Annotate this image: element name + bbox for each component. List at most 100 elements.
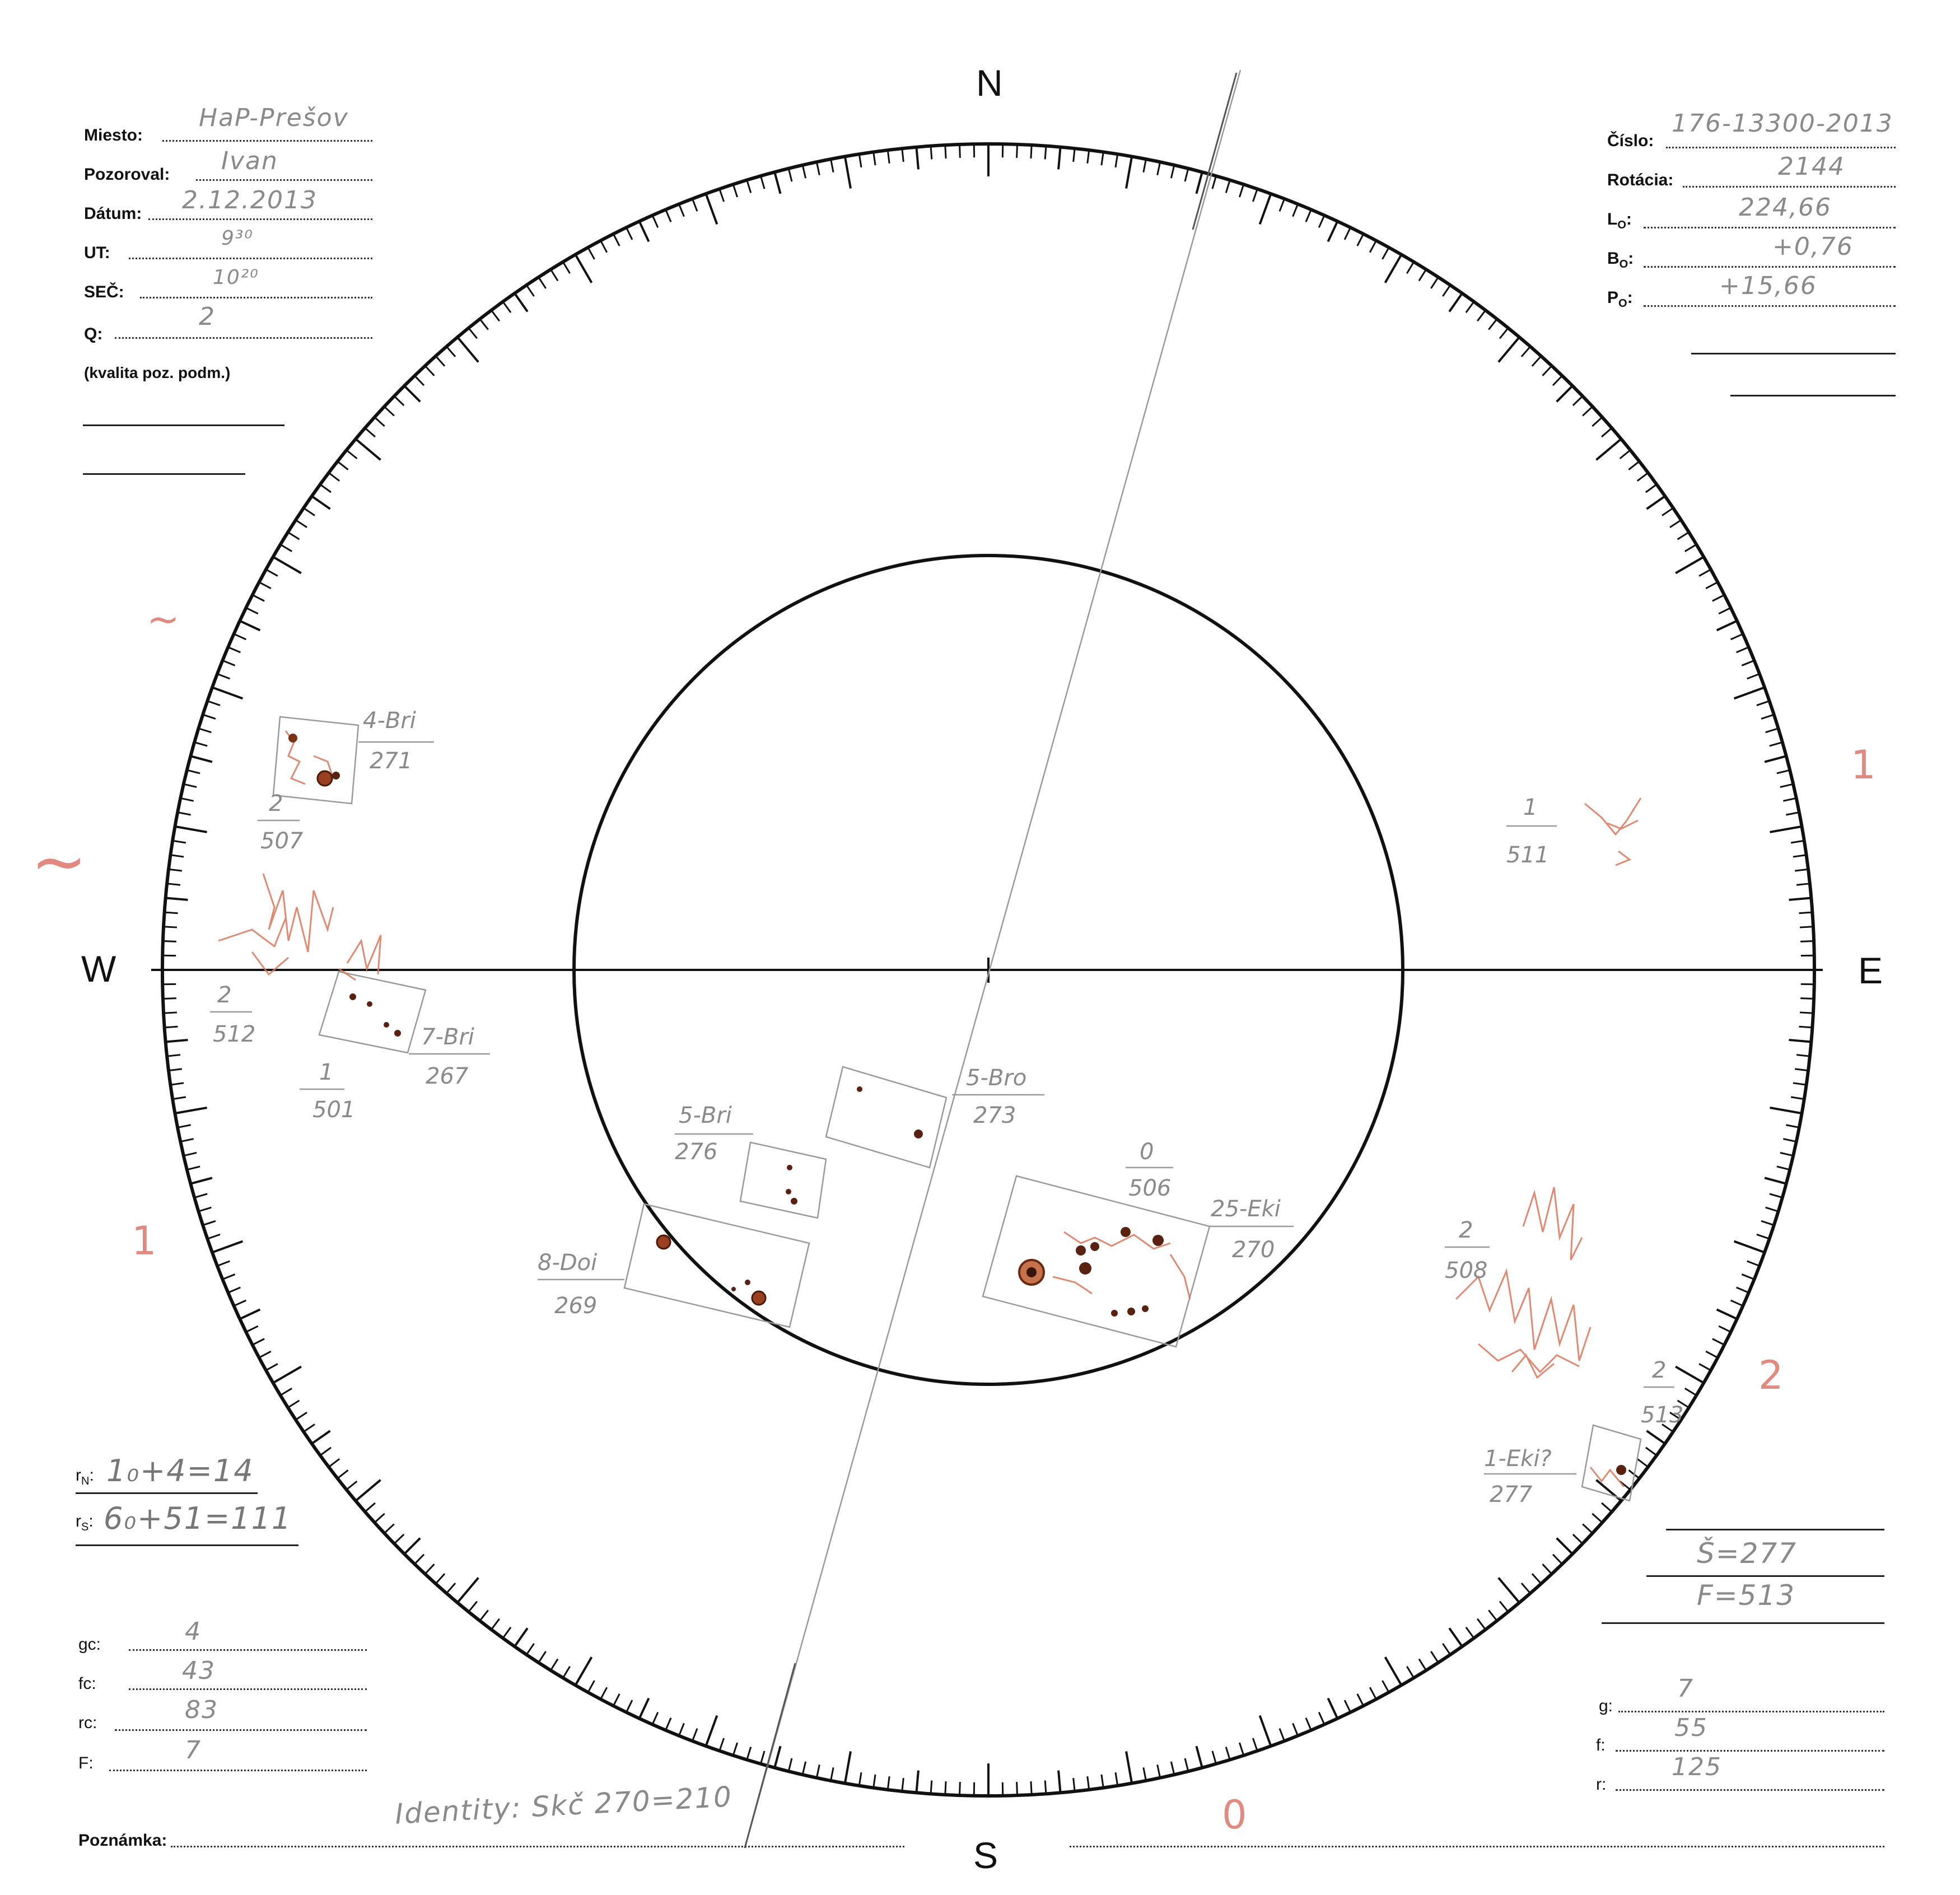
degree-tick — [198, 1206, 212, 1212]
degree-tick — [424, 365, 435, 376]
sunspots — [288, 734, 1626, 1475]
rc-value: 83 — [185, 1696, 218, 1724]
degree-tick — [1645, 1446, 1658, 1457]
degree-tick — [435, 355, 446, 367]
degree-tick — [1156, 1764, 1161, 1779]
degree-tick — [166, 1054, 181, 1057]
bo-label: BO: — [1607, 249, 1634, 270]
degree-tick — [587, 247, 595, 260]
degree-tick — [1718, 607, 1732, 615]
degree-tick — [1764, 755, 1787, 763]
degree-tick — [1418, 269, 1427, 282]
sunspot — [316, 770, 333, 787]
degree-tick — [1125, 156, 1133, 189]
degree-tick — [1448, 1627, 1463, 1647]
degree-tick — [1086, 150, 1090, 164]
degree-tick — [1542, 1563, 1553, 1575]
degree-tick — [1114, 1772, 1119, 1786]
degree-tick — [1556, 385, 1574, 403]
poznamka-label: Poznámka: — [78, 1831, 167, 1850]
rotation-axis-mark-bottom — [744, 1663, 796, 1849]
sunspot — [914, 1129, 923, 1138]
degree-tick — [514, 1627, 529, 1647]
margin-mark-right-lower: 2 — [1758, 1352, 1784, 1398]
degree-tick — [1384, 1656, 1403, 1686]
degree-tick — [311, 495, 331, 510]
degree-tick — [830, 1767, 834, 1781]
degree-tick — [1497, 336, 1520, 363]
sunspot — [656, 1234, 671, 1250]
degree-tick — [1800, 997, 1814, 1000]
sunspot — [384, 1022, 389, 1028]
degree-tick — [252, 1338, 265, 1346]
degree-tick — [183, 1151, 197, 1157]
degree-tick — [1684, 544, 1697, 552]
degree-tick — [1645, 483, 1658, 493]
degree-tick — [1770, 825, 1802, 833]
degree-tick — [1448, 292, 1463, 312]
degree-tick — [1356, 234, 1364, 246]
s-value: Š=277 — [1697, 1537, 1798, 1570]
datum-value: 2.12.2013 — [182, 186, 318, 214]
group-box-5bri — [739, 1141, 827, 1219]
degree-tick — [1799, 1011, 1814, 1014]
g-line — [1618, 1711, 1884, 1712]
group-box-1eki — [1581, 1424, 1642, 1502]
degree-tick — [1662, 1423, 1674, 1433]
degree-tick — [414, 1553, 425, 1565]
group-label: 2 — [1459, 1217, 1473, 1243]
group-number: 267 — [426, 1063, 469, 1089]
degree-tick — [165, 897, 188, 901]
degree-tick — [1765, 727, 1779, 734]
degree-tick — [424, 1563, 435, 1575]
degree-tick — [1675, 1365, 1705, 1384]
degree-tick — [1789, 1039, 1812, 1043]
degree-tick — [1225, 1747, 1231, 1760]
degree-tick — [1278, 198, 1285, 212]
degree-tick — [168, 868, 182, 872]
degree-tick — [1716, 619, 1738, 632]
group-number: 501 — [312, 1097, 355, 1123]
group-label: 25-Eki — [1211, 1196, 1281, 1222]
r-label: r: — [1596, 1775, 1607, 1794]
compass-east: E — [1858, 950, 1883, 991]
degree-tick — [626, 227, 633, 240]
degree-tick — [787, 1758, 793, 1772]
degree-tick — [1477, 310, 1486, 322]
r-value: 125 — [1672, 1753, 1722, 1781]
poznamka-line-left — [171, 1846, 904, 1847]
pozoroval-line — [196, 179, 372, 181]
degree-tick — [1225, 180, 1231, 193]
ut-line — [129, 258, 372, 259]
summary-rule-1 — [1666, 1529, 1884, 1530]
degree-tick — [1705, 581, 1719, 590]
degree-tick — [164, 1025, 178, 1029]
degree-tick — [665, 209, 672, 222]
degree-tick — [1369, 240, 1377, 253]
degree-tick — [613, 1693, 620, 1706]
group-box-7bri — [318, 970, 427, 1054]
degree-tick — [162, 997, 176, 1000]
degree-tick — [1795, 1068, 1809, 1072]
rc-line — [115, 1729, 367, 1731]
degree-tick — [1499, 1600, 1509, 1613]
sunspot — [1076, 1245, 1086, 1255]
degree-tick — [217, 673, 230, 680]
faculae-west-b — [338, 935, 382, 981]
degree-tick — [704, 1715, 718, 1747]
degree-tick — [1531, 355, 1542, 367]
degree-tick — [1170, 165, 1175, 179]
degree-tick — [858, 153, 862, 168]
F-line — [109, 1770, 367, 1771]
sunspot — [1142, 1305, 1149, 1312]
degree-tick — [1595, 438, 1622, 461]
degree-tick — [1318, 1711, 1326, 1725]
degree-tick — [1211, 175, 1217, 189]
sunspot — [745, 1280, 750, 1285]
group-label: 5-Bri — [679, 1103, 732, 1128]
degree-tick — [1795, 868, 1809, 872]
rs-rule — [76, 1544, 298, 1546]
degree-tick — [525, 284, 535, 297]
degree-tick — [414, 375, 425, 386]
group-number: 276 — [675, 1139, 717, 1165]
